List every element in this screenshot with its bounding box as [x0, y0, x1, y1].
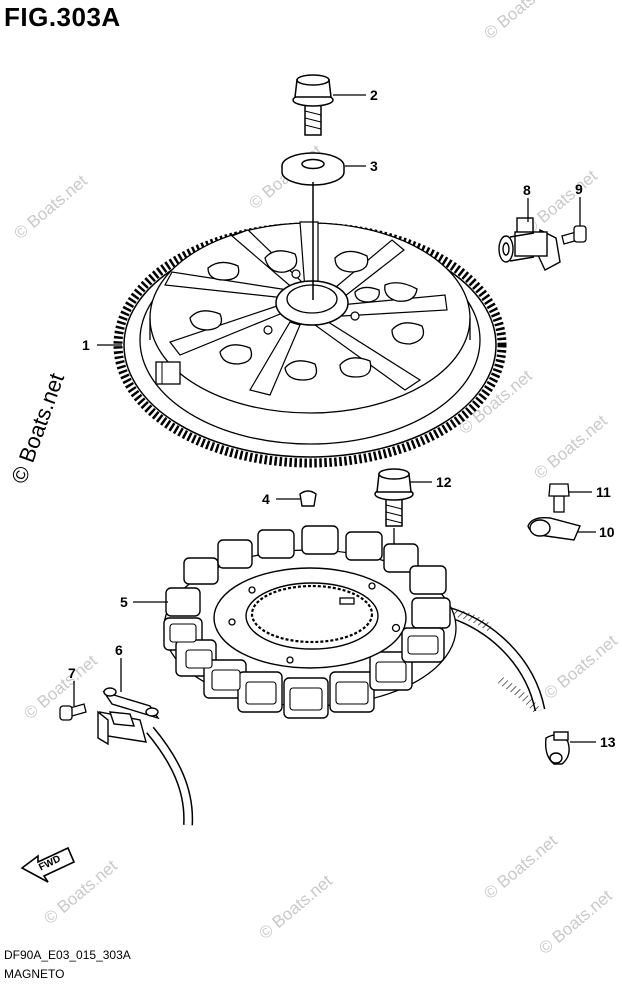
callout-7: 7: [68, 665, 76, 681]
watermark: © Boats.net: [535, 886, 616, 958]
callout-4: 4: [262, 491, 270, 507]
callout-8: 8: [523, 182, 531, 198]
watermarks: © Boats.net © Boats.net © Boats.net © Bo…: [6, 0, 621, 958]
callout-10: 10: [599, 524, 615, 540]
washer-part-3: [281, 152, 345, 186]
figure-title: FIG.303A: [4, 2, 121, 32]
watermark: © Boats.net: [255, 871, 336, 943]
callout-12: 12: [436, 474, 452, 490]
callout-11: 11: [596, 484, 611, 500]
clamp-part-10: [527, 516, 581, 541]
bolt-part-12: [374, 468, 414, 527]
callout-5: 5: [120, 594, 128, 610]
bolt-part-9: [561, 225, 587, 245]
watermark: © Boats.net: [10, 171, 91, 243]
flange-bolt-part-2: [292, 74, 334, 136]
watermark: © Boats.net: [540, 631, 621, 703]
side-watermark: © Boats.net: [6, 370, 69, 487]
clip-part-13: [544, 731, 570, 765]
callout-2: 2: [370, 87, 378, 103]
callout-labels: 1 2 3 4 5 6 7 8 9 10 11 12 13: [68, 87, 616, 750]
watermark: © Boats.net: [480, 831, 561, 903]
leader-lines: [73, 94, 596, 743]
fwd-arrow: FWD: [20, 846, 76, 883]
watermark: © Boats.net: [480, 0, 561, 43]
key-part-4: [299, 490, 317, 507]
watermark: © Boats.net: [530, 411, 611, 483]
bolt-part-11: [548, 483, 570, 513]
pulser-coil-part-6: [97, 687, 194, 826]
flywheel-part-1: [113, 221, 507, 468]
figure-name: MAGNETO: [4, 967, 65, 981]
sensor-part-8: [498, 217, 561, 271]
callout-13: 13: [600, 734, 616, 750]
callout-6: 6: [115, 642, 123, 658]
screw-part-7: [59, 703, 87, 721]
callout-1: 1: [82, 337, 90, 353]
stator-part-5: [163, 525, 546, 719]
figure-code: DF90A_E03_015_303A: [4, 948, 131, 962]
callout-3: 3: [370, 158, 378, 174]
callout-9: 9: [575, 181, 583, 197]
